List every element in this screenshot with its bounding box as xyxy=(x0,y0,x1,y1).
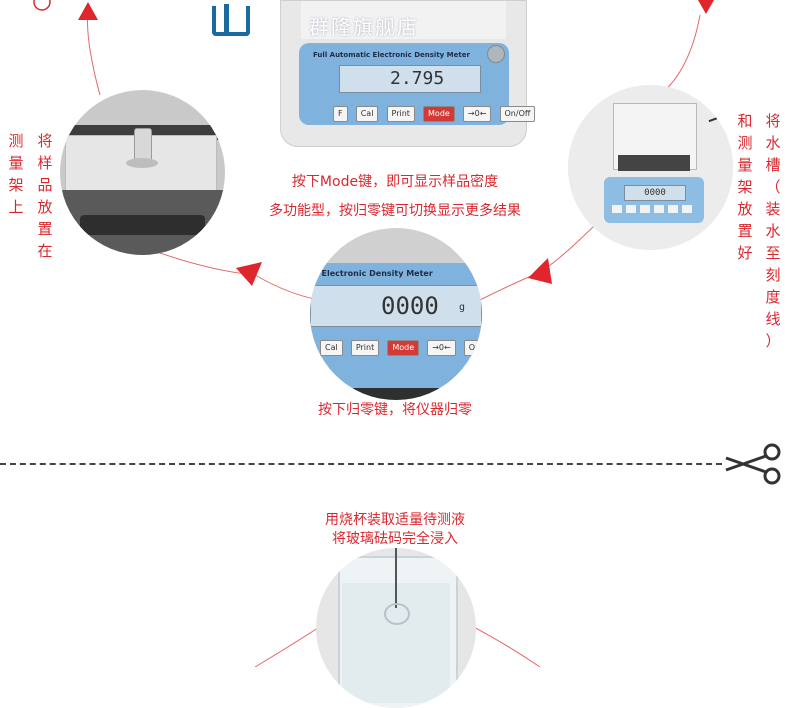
dashed-cut-line xyxy=(0,463,722,465)
right-text-col2: 将水槽（装水至刻度线） xyxy=(765,112,781,350)
lcd-display: 0000 g xyxy=(310,285,482,327)
caption-beaker-line1: 用烧杯装取适量待测液 xyxy=(325,512,465,528)
top-device-panel: Full Automatic Electronic Density Meter … xyxy=(299,43,536,125)
zero-button[interactable]: →0← xyxy=(462,106,492,122)
print-button[interactable]: Print xyxy=(350,340,380,356)
display-value: 2.795 xyxy=(390,68,445,89)
caption-beaker-line2: 将玻璃砝码完全浸入 xyxy=(332,531,458,547)
watermark-text: 群隆旗舰店 xyxy=(309,15,419,39)
display-value: 0000 xyxy=(381,292,439,320)
level-bubble-icon xyxy=(487,45,505,63)
mode-button[interactable]: Mode xyxy=(387,340,420,356)
onoff-button[interactable]: On/Off xyxy=(499,106,536,122)
button-row: Cal Print Mode →0← On/Off xyxy=(320,335,482,356)
mode-button[interactable]: Mode xyxy=(423,106,455,122)
zero-button[interactable]: →0← xyxy=(427,340,456,356)
beaker-photo xyxy=(316,548,476,708)
circle-marker-icon xyxy=(33,0,51,11)
display-unit: g xyxy=(459,302,466,313)
arrow-head-icon xyxy=(78,2,98,20)
arrow-head-icon xyxy=(698,0,714,14)
f-button[interactable]: F xyxy=(333,106,348,122)
lcd-display: 2.795 xyxy=(339,65,481,93)
caption-zero: 按下归零键，将仪器归零 xyxy=(318,402,472,418)
arrow-head-icon xyxy=(236,262,262,286)
button-row: F Cal Print Mode →0← On/Off xyxy=(333,101,538,122)
left-text-col1: 测量架上 xyxy=(8,132,24,216)
sample-rack-photo xyxy=(60,90,225,255)
water-tank-photo: 0000 xyxy=(568,85,733,250)
print-button[interactable]: Print xyxy=(386,106,415,122)
meter-label: c Electronic Density Meter xyxy=(314,269,433,278)
right-text-col1: 和测量架放置好 xyxy=(737,112,753,262)
top-device-brand xyxy=(301,1,506,39)
meter-label: Full Automatic Electronic Density Meter xyxy=(313,51,470,59)
top-device: 群隆旗舰店 Full Automatic Electronic Density … xyxy=(280,0,536,147)
arrow-head-icon xyxy=(528,258,552,284)
scissors-icon xyxy=(725,443,781,485)
right-display-value: 0000 xyxy=(644,188,666,198)
zero-closeup-photo: c Electronic Density Meter 0000 g Cal Pr… xyxy=(310,228,482,400)
caption-mode-line2: 多功能型，按归零键可切换显示更多结果 xyxy=(269,203,521,219)
left-text-col2: 将样品放置在 xyxy=(37,132,53,260)
brand-logo-icon xyxy=(212,4,252,36)
cal-button[interactable]: Cal xyxy=(355,106,379,122)
onoff-button[interactable]: On/Off xyxy=(463,340,482,356)
caption-mode-line1: 按下Mode键，即可显示样品密度 xyxy=(291,174,499,190)
cal-button[interactable]: Cal xyxy=(320,340,343,356)
